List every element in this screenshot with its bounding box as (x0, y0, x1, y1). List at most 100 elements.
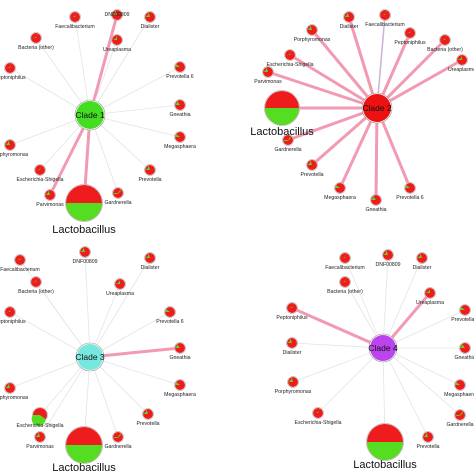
gneathia-green-share (175, 100, 180, 105)
gneathia-green-share (175, 343, 180, 348)
porphyromonas-node (4, 382, 16, 394)
gneathia-label: Gneathia (169, 112, 190, 118)
dialister-node (286, 337, 298, 349)
prevotella-6-node (404, 182, 416, 194)
prevotella-label: Prevotella (416, 444, 439, 450)
prevotella-label: Prevotella (138, 177, 161, 183)
peptoniphilus-label: Peptoniphilus (0, 319, 26, 325)
prevotella-6-node (174, 61, 186, 73)
megasphaera-green-share (335, 185, 340, 188)
edge-prevotella-6 (382, 309, 466, 349)
edge-peptoniphilus (291, 306, 384, 350)
edge-ureaplasma (376, 58, 463, 110)
bacteria-other-node (339, 276, 351, 288)
megasphaera-green-share (175, 382, 180, 385)
hub-clade-1: Clade 1 (74, 99, 106, 131)
prevotella-node (144, 164, 156, 176)
megasphaera-node (454, 379, 466, 391)
edge-dnf00809 (382, 254, 389, 349)
faecalibacterium-node (14, 254, 26, 266)
prevotella-green-share (145, 165, 150, 170)
edge-peptoniphilus (9, 311, 91, 358)
prevotella-green-share (143, 409, 148, 414)
ureaplasma-node (111, 34, 123, 46)
lactobacillus-label: Lactobacillus (250, 126, 314, 138)
escherichia-shigella-node (31, 407, 48, 427)
gardnerella-label: Gardnerella (274, 147, 301, 153)
peptoniphilus-label: Peptoniphilus (0, 75, 26, 81)
escherichia-shigella-label: Escherichia-Shigella (17, 423, 64, 429)
peptoniphilus-green-share (5, 63, 12, 69)
dialister-node (343, 11, 355, 23)
faecalibacterium-node (379, 9, 391, 21)
hub-clade-2: Clade 2 (361, 92, 393, 124)
gneathia-node (174, 342, 186, 354)
parvimonas-green-share (35, 432, 40, 437)
parvimonas-label: Parvimonas (254, 79, 282, 85)
ureaplasma-label: Ureaplasma (448, 67, 474, 73)
faecalibacterium-node (339, 252, 351, 264)
bacteria-other-node (439, 34, 451, 46)
escherichia-shigella-node (34, 164, 46, 176)
hub-clade-3: Clade 3 (75, 342, 105, 372)
edge-dnf00809 (88, 14, 119, 116)
porphyromonas-node (4, 139, 16, 151)
porphyromonas-label: Porphyromonas (0, 152, 29, 158)
ureaplasma-label: Ureaplasma (103, 47, 131, 53)
dnf00809-node (111, 9, 123, 21)
ureaplasma-green-share (425, 288, 430, 293)
hub-clade-4: Clade 4 (368, 333, 398, 363)
dnf00809-node (79, 246, 91, 258)
edge-bacteria-other (35, 281, 91, 358)
hub-circle (363, 94, 391, 122)
edge-parvimonas (267, 70, 378, 110)
ureaplasma-green-share (112, 35, 117, 40)
lactobacillus-label: Lactobacillus (353, 459, 417, 471)
dialister-green-share (145, 12, 150, 17)
edge-prevotella-6 (89, 311, 171, 358)
edge-bacteria-other (375, 38, 447, 110)
escherichia-shigella-green-share (35, 165, 42, 171)
bacteria-other-label: Bacteria (other) (18, 45, 54, 51)
gneathia-node (370, 194, 382, 206)
bacteria-other-label: Bacteria (other) (18, 289, 54, 295)
faecalibacterium-green-share (70, 12, 77, 18)
escherichia-shigella-green-share (31, 415, 46, 427)
bacteria-other-label: Bacteria (other) (327, 289, 363, 295)
dnf00809-green-share (80, 247, 85, 252)
edge-faecalibacterium (74, 16, 91, 116)
peptoniphilus-node (4, 306, 16, 318)
gardnerella-green-share (283, 135, 291, 141)
prevotella-6-node (459, 304, 471, 316)
lactobacillus-green-share (265, 108, 299, 125)
panel-clade-1: FaecalibacteriumDNF00809DialisterBacteri… (0, 9, 196, 236)
prevotella-6-green-share (460, 307, 465, 310)
edge-megasphaera (89, 114, 181, 138)
dialister-label: Dialister (283, 350, 302, 356)
prevotella-node (422, 431, 434, 443)
faecalibacterium-green-share (380, 10, 387, 16)
edge-dnf00809 (84, 251, 91, 358)
lactobacillus-node (366, 423, 404, 461)
gardnerella-label: Gardnerella (446, 422, 473, 428)
edge-prevotella-6 (89, 66, 181, 116)
dialister-green-share (145, 253, 150, 258)
gardnerella-node (282, 134, 294, 146)
dialister-node (144, 11, 156, 23)
gneathia-label: Gneathia (454, 355, 474, 361)
porphyromonas-node (287, 376, 299, 388)
peptoniphilus-node (286, 302, 298, 314)
prevotella-node (306, 159, 318, 171)
porphyromonas-green-share (288, 377, 293, 382)
dialister-label: Dialister (413, 265, 432, 271)
prevotella-label: Prevotella (136, 421, 159, 427)
ureaplasma-green-share (457, 55, 462, 60)
parvimonas-label: Parvimonas (26, 444, 54, 450)
escherichia-shigella-node (312, 407, 324, 419)
escherichia-shigella-green-share (313, 408, 320, 414)
porphyromonas-green-share (307, 25, 312, 30)
faecalibacterium-green-share (15, 255, 22, 261)
dialister-green-share (417, 253, 422, 258)
